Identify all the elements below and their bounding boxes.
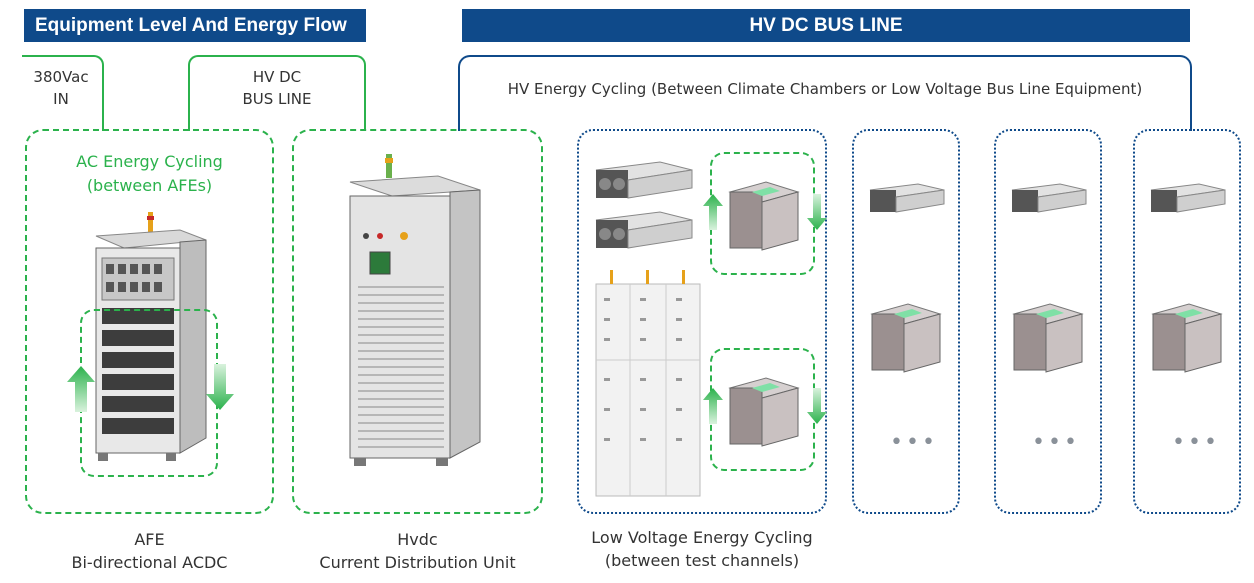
test-channel-rack-image <box>595 270 701 497</box>
afe-group <box>25 129 274 514</box>
climate-chamber-image <box>728 181 800 251</box>
hv-energy-cycling-bracket <box>458 55 1192 131</box>
hv-dc-bus-line-header: HV DC BUS LINE <box>462 9 1190 42</box>
channel-group-4 <box>1133 129 1241 514</box>
power-supply-unit-image <box>869 183 945 213</box>
more-ellipsis: ••• <box>890 430 938 455</box>
arrow-down-icon <box>807 194 827 230</box>
hvdc-group <box>292 129 543 514</box>
hvdc-cabinet-image <box>349 154 481 466</box>
low-voltage-caption: Low Voltage Energy Cycling (between test… <box>591 528 813 570</box>
arrow-down-icon <box>807 388 827 424</box>
power-supply-unit-image <box>595 211 693 249</box>
ac-energy-cycling-label: AC Energy Cycling (between AFEs) <box>76 152 223 195</box>
power-supply-unit-image <box>1011 183 1087 213</box>
channel-group-3 <box>994 129 1102 514</box>
climate-chamber-image <box>1151 303 1223 373</box>
hv-energy-cycling-label: HV Energy Cycling (Between Climate Chamb… <box>507 80 1143 98</box>
ac-input-label: 380Vac IN <box>33 68 89 108</box>
climate-chamber-image <box>870 303 942 373</box>
equipment-level-header: Equipment Level And Energy Flow <box>24 9 366 42</box>
arrow-down-icon <box>206 364 234 410</box>
hvdc-bus-connector <box>188 55 366 131</box>
channel-group-2 <box>852 129 960 514</box>
afe-caption: AFE Bi-directional ACDC <box>71 530 228 572</box>
power-supply-unit-image <box>595 161 693 199</box>
hvdc-bus-label: HV DC BUS LINE <box>242 68 312 108</box>
afe-inner-loop <box>80 309 218 477</box>
climate-chamber-image <box>1012 303 1084 373</box>
arrow-up-icon <box>67 366 95 412</box>
power-supply-unit-image <box>1150 183 1226 213</box>
arrow-up-icon <box>703 194 723 230</box>
more-ellipsis: ••• <box>1032 430 1080 455</box>
hvdc-caption: Hvdc Current Distribution Unit <box>319 530 516 572</box>
ac-input-connector <box>22 55 104 131</box>
climate-chamber-image <box>728 377 800 447</box>
arrow-up-icon <box>703 388 723 424</box>
low-voltage-group <box>577 129 827 514</box>
more-ellipsis: ••• <box>1172 430 1220 455</box>
afe-cabinet-image <box>95 212 207 461</box>
